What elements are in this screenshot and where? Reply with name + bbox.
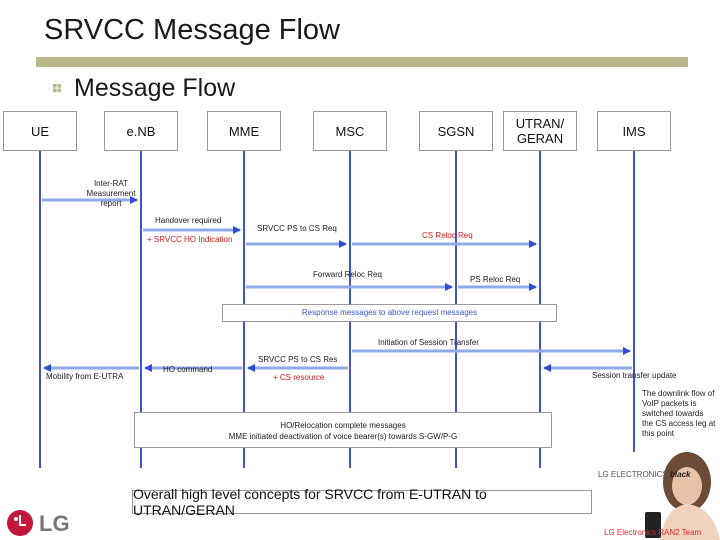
label-ps-reloc-req: PS Reloc Req (470, 275, 521, 284)
label-session-transfer-update: Session transfer update (592, 371, 677, 380)
entity-msc: MSC (313, 111, 387, 151)
entity-enb: e.NB (104, 111, 178, 151)
title-underline-bar (36, 57, 688, 67)
section-subtitle: Message Flow (74, 74, 236, 102)
entity-mme: MME (207, 111, 281, 151)
promo-photo-image (605, 452, 720, 540)
entity-ims: IMS (597, 111, 671, 151)
label-cs-reloc-req: CS Reloc Req (422, 231, 473, 240)
label-ho-relocation-complete: HO/Relocation complete messages (280, 421, 406, 430)
ho-relocation-box (134, 412, 552, 448)
brand-prefix: LG ELECTRONICS (598, 470, 668, 479)
label-handover-required: Handover required (155, 216, 222, 225)
label-srvcc-ps-to-cs-req: SRVCC PS to CS Req (257, 224, 337, 233)
label-mobility-from-e-utra: Mobility from E-UTRA (46, 372, 124, 381)
lg-logo-text: LG (39, 511, 70, 536)
downlink-flow-note: The downlink flow of VoIP packets is swi… (642, 389, 716, 438)
bullet-icon (53, 84, 62, 93)
entity-utran-geran: UTRAN/ GERAN (503, 111, 577, 151)
lg-logo-icon (7, 510, 33, 536)
overall-concepts-banner: Overall high level concepts for SRVCC fr… (132, 486, 592, 518)
label-forward-reloc-req: Forward Reloc Req (313, 270, 382, 279)
team-credit: LG Electronics RAN2 Team (604, 528, 702, 537)
label-srvcc-ho-indication: + SRVCC HO Indication (147, 235, 233, 244)
label-ho-command: HO command (163, 365, 213, 374)
response-messages-box (222, 304, 557, 322)
brand-name: black (670, 470, 691, 479)
label-initiation-of-session-transfer: Initiation of Session Transfer (378, 338, 479, 347)
label-srvcc-ps-to-cs-res: SRVCC PS to CS Res (258, 355, 338, 364)
page-title: SRVCC Message Flow (44, 14, 341, 46)
label-cs-resource: + CS resource (273, 373, 325, 382)
entity-sgsn: SGSN (419, 111, 493, 151)
label-response-messages: Response messages to above request messa… (301, 308, 478, 317)
entity-ue: UE (3, 111, 77, 151)
label-inter-rat-measurement-report: Inter-RAT Measurement report (86, 179, 136, 208)
brand-tagline: LG ELECTRONICS black (598, 470, 691, 479)
label-mme-deactivation: MME initiated deactivation of voice bear… (228, 432, 458, 441)
